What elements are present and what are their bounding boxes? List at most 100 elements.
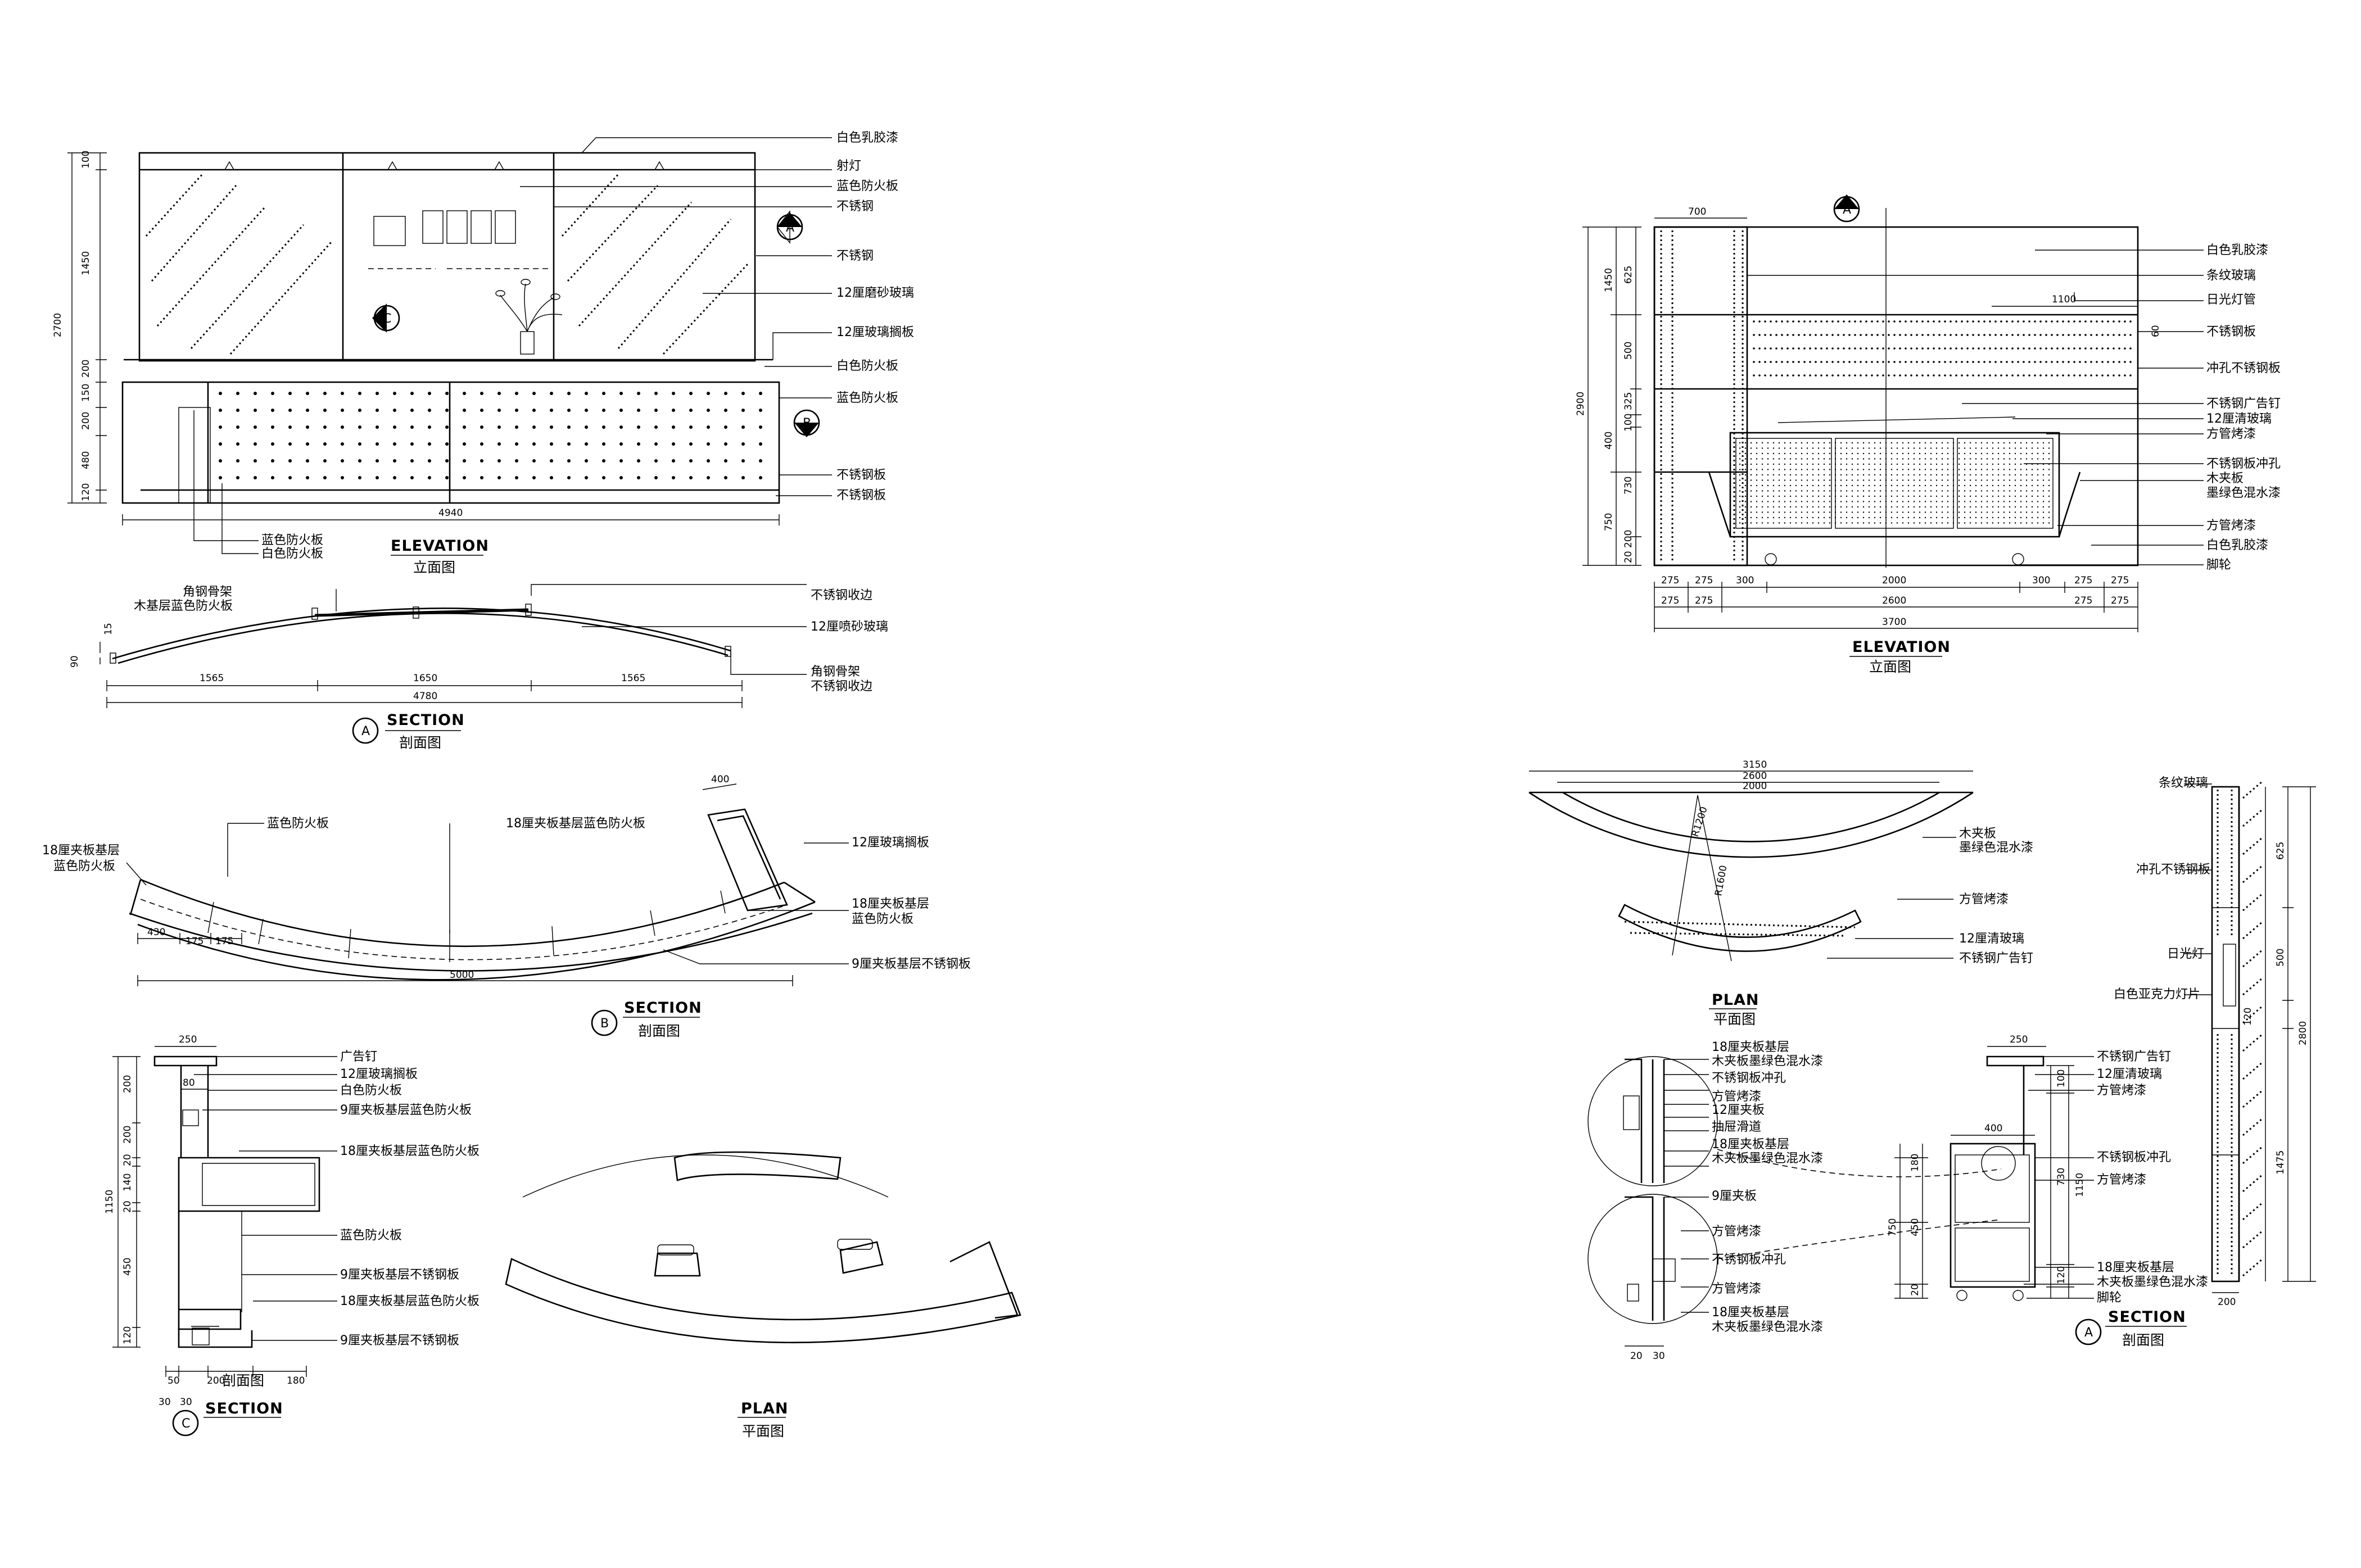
callout: 白色乳胶漆 [2206, 243, 2268, 257]
dim: 400 [1603, 432, 1614, 450]
dim: 625 [2275, 842, 2286, 860]
callout: 不锈钢广告钉 [2097, 1050, 2171, 1064]
right-section-title: SECTION [2108, 1308, 2186, 1326]
callout: 不锈钢板冲孔 [1712, 1071, 1786, 1085]
right-plan-drawing [1528, 771, 1974, 962]
dim: 750 [1603, 513, 1614, 531]
frosted-glass-hatch [145, 173, 749, 355]
dim: 30 [159, 1397, 171, 1408]
callout: 9厘夹板 [1712, 1189, 1757, 1203]
radius: R1200 [1690, 805, 1710, 839]
callout: 12厘玻璃搁板 [340, 1067, 418, 1081]
section-c-subtitle: 剖面图 [222, 1372, 264, 1389]
marker-letter: A [786, 221, 794, 235]
dim: 325 [1623, 392, 1634, 410]
dim: 3150 [1743, 759, 1767, 771]
display-panels [368, 210, 548, 269]
spot-lights [224, 161, 664, 170]
callout: 蓝色防火板 [836, 179, 898, 193]
callout: 9厘夹板基层蓝色防火板 [340, 1103, 472, 1117]
callout: 蓝色防火板 [261, 533, 323, 547]
callout: 木夹板墨绿色混水漆 [1712, 1054, 1823, 1068]
shelf-brackets [207, 890, 726, 962]
callout: 冲孔不锈钢板 [2206, 361, 2281, 375]
dim: 60 [2150, 325, 2161, 337]
perforated-upper-panel [1753, 320, 2132, 377]
callout: 18厘夹板基层蓝色防火板 [506, 817, 645, 831]
right-elevation-subtitle: 立面图 [1869, 659, 1911, 675]
callout: 日光灯管 [2206, 293, 2256, 307]
dim-total: 5000 [450, 969, 474, 981]
glass-wall-frame [138, 152, 756, 362]
section-marker-b [793, 409, 820, 437]
dim: 100 [2056, 1069, 2067, 1087]
callout: 不锈钢 [836, 249, 874, 263]
dim: 1650 [413, 673, 437, 684]
dim: 50 [168, 1375, 180, 1386]
callout: 墨绿色混水漆 [2206, 486, 2281, 500]
dim: 200 [122, 1075, 133, 1093]
callout: 12厘喷砂玻璃 [811, 620, 888, 634]
dim: 250 [179, 1034, 197, 1045]
dim: 300 [1736, 575, 1754, 586]
callout: 不锈钢板冲孔 [1712, 1253, 1786, 1267]
callout: 白色防火板 [340, 1084, 402, 1098]
left-elevation [67, 137, 832, 554]
callout: 不锈钢板冲孔 [2097, 1150, 2171, 1164]
dim: 100 [1623, 414, 1634, 432]
callout: 条纹玻璃 [2159, 776, 2208, 790]
marker-letter: A [1843, 203, 1851, 217]
wall-section [2184, 780, 2316, 1293]
left-plan-title: PLAN [741, 1400, 789, 1417]
dim: 120 [122, 1326, 133, 1344]
callout: 18厘夹板基层 [42, 844, 120, 858]
dim: 275 [1661, 595, 1679, 606]
dim: 200 [1623, 530, 1634, 548]
callout: 墨绿色混水漆 [1959, 841, 2033, 855]
dim: 275 [2074, 595, 2092, 606]
dim: 275 [2111, 575, 2129, 586]
marker-letter: B [600, 1017, 609, 1031]
callout: 18厘夹板基层 [1712, 1306, 1789, 1320]
callout: 木夹板 [1959, 827, 1996, 841]
dim-total: 1150 [104, 1190, 115, 1214]
dim: 500 [1623, 342, 1634, 360]
marker-letter: C [182, 1417, 190, 1431]
dim: 30 [180, 1397, 192, 1408]
callout: 不锈钢广告钉 [2206, 397, 2281, 411]
callout: 蓝色防火板 [267, 817, 329, 831]
dim: 430 [147, 927, 165, 938]
callout: 白色亚克力灯片 [2114, 987, 2200, 1001]
dim: 150 [80, 384, 92, 402]
section-b-marker [591, 1009, 700, 1036]
callout: 不锈钢板 [836, 488, 886, 502]
callout: 抽屉滑道 [1712, 1120, 1761, 1134]
dim: 1150 [2074, 1173, 2086, 1197]
right-section-a [1894, 1046, 2094, 1301]
dim: 175 [186, 936, 203, 947]
callout: 18厘夹板基层蓝色防火板 [340, 1294, 480, 1308]
callout: 不锈钢收边 [811, 588, 872, 602]
section-c-drawing [112, 1046, 337, 1377]
section-b-drawing [126, 783, 849, 986]
dim: 730 [1623, 477, 1634, 495]
callout: 方管烤漆 [1959, 892, 2009, 907]
callout: 方管烤漆 [2097, 1173, 2146, 1187]
callout: 18厘夹板基层蓝色防火板 [340, 1144, 480, 1158]
callout: 18厘夹板基层 [852, 897, 929, 911]
callout: 蓝色防火板 [340, 1229, 402, 1243]
callout: 9厘夹板基层不锈钢板 [340, 1268, 459, 1282]
dim: 20 [122, 1200, 133, 1213]
dim: 2600 [1743, 771, 1767, 782]
callout: 射灯 [836, 159, 861, 173]
perforated-panel-dots [219, 392, 762, 479]
callout: 不锈钢 [836, 200, 874, 214]
dim: 750 [1887, 1218, 1898, 1236]
dim: 140 [122, 1173, 133, 1191]
dim-total: 2900 [1575, 392, 1586, 416]
dim: 730 [2056, 1168, 2067, 1186]
dim: 275 [1695, 575, 1713, 586]
right-elevation-marker [1833, 194, 1860, 223]
dim: 20 [1630, 1351, 1643, 1362]
chair-1 [654, 1244, 701, 1277]
